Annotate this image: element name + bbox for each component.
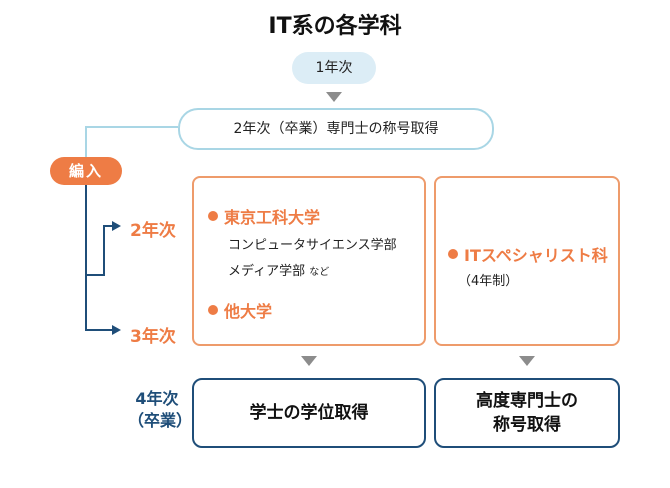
- transfer-to-year3-line: [85, 185, 112, 331]
- university-name: 東京工科大学: [224, 208, 321, 227]
- bachelor-degree-text: 学士の学位取得: [249, 403, 369, 423]
- graduation-year-line1: 4年次: [135, 389, 179, 408]
- transfer-badge: 編入: [50, 157, 122, 185]
- advanced-diploma-line2: 称号取得: [493, 415, 561, 435]
- entry-year2-label: 2年次: [130, 221, 176, 241]
- advanced-diploma-box: 高度専門士の 称号取得: [434, 378, 620, 448]
- down-arrow-icon: [326, 92, 342, 102]
- department-media: メディア学部 など: [228, 260, 329, 279]
- arrow-year2-icon: [112, 221, 121, 231]
- bachelor-degree-box: 学士の学位取得: [192, 378, 426, 448]
- year1-pill: 1年次: [292, 52, 376, 84]
- graduation-year-label: 4年次 （卒業）: [128, 388, 193, 432]
- down-arrow-icon: [301, 356, 317, 366]
- year2-graduation-box: 2年次（卒業）専門士の称号取得: [178, 108, 494, 150]
- department-cs: コンピュータサイエンス学部: [228, 238, 397, 253]
- bullet-dot-icon: [208, 305, 218, 315]
- arrow-year3-icon: [112, 325, 121, 335]
- down-arrow-icon: [519, 356, 535, 366]
- university-name: 他大学: [224, 302, 273, 321]
- graduation-year-line2: （卒業）: [128, 411, 193, 430]
- year2-to-transfer-line: [85, 126, 178, 157]
- course-name: ITスペシャリスト科: [464, 246, 608, 265]
- university-item-other: 他大学: [208, 298, 272, 322]
- advanced-diploma-line1: 高度専門士の: [476, 391, 578, 411]
- course-duration: （4年制）: [458, 274, 519, 289]
- transfer-to-year2-line: [86, 225, 112, 276]
- department-etc: など: [309, 267, 330, 278]
- course-item: ITスペシャリスト科: [448, 242, 608, 266]
- department-media-label: メディア学部: [228, 264, 306, 279]
- university-item-tut: 東京工科大学: [208, 204, 320, 228]
- bullet-dot-icon: [208, 211, 218, 221]
- entry-year3-label: 3年次: [130, 327, 176, 347]
- page-title: IT系の各学科: [268, 14, 402, 39]
- university-box: 東京工科大学 コンピュータサイエンス学部 メディア学部 など 他大学: [192, 176, 426, 346]
- bullet-dot-icon: [448, 249, 458, 259]
- course-box: ITスペシャリスト科 （4年制）: [434, 176, 620, 346]
